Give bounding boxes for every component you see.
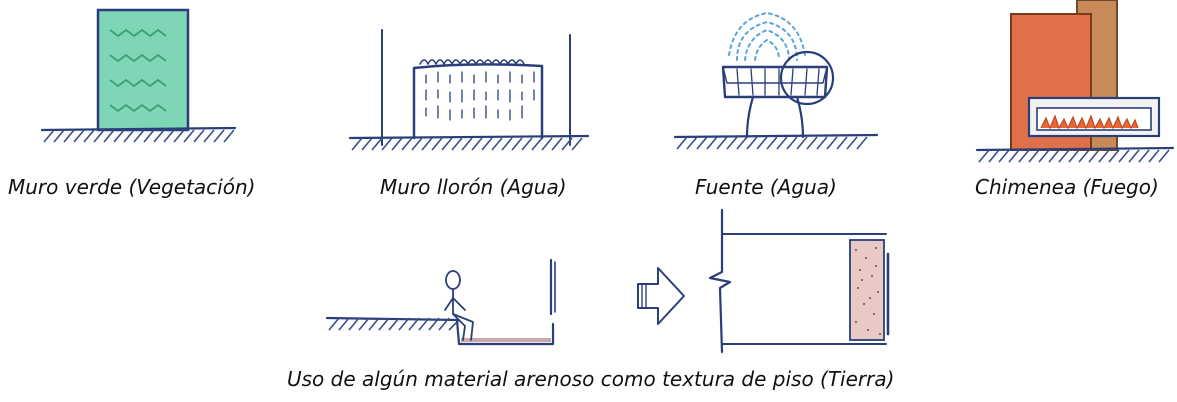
wall-frame (412, 63, 544, 140)
muro-verde-sketch (40, 8, 237, 143)
vegetation-panel (96, 8, 190, 132)
ground-hatch (325, 316, 460, 331)
water-streams (425, 71, 535, 121)
caption-fuente: Fuente (Agua) (695, 175, 837, 199)
fountain-pedestal (745, 95, 805, 139)
chimenea-sketch (975, 0, 1175, 163)
sand-trench (455, 318, 555, 346)
transition-arrow-icon (637, 267, 685, 325)
ground-hatch (975, 146, 1175, 163)
person-figure (444, 270, 474, 341)
caption-piso-tierra: Uso de algún material arenoso como textu… (287, 367, 895, 391)
piso-tierra-plan-sketch (708, 208, 890, 354)
ground-hatch (348, 134, 590, 151)
sand-fill (461, 338, 551, 342)
fuente-sketch (673, 12, 879, 150)
water-spray (728, 12, 806, 61)
ground-hatch (40, 126, 237, 143)
caption-muro-verde: Muro verde (Vegetación) (8, 175, 256, 199)
caption-muro-lloron: Muro llorón (Agua) (380, 175, 567, 199)
fountain-basin (721, 65, 829, 99)
sand-strip (849, 239, 885, 341)
sand-speckles (855, 247, 881, 335)
flames (1040, 114, 1139, 130)
piso-tierra-section-sketch (325, 258, 556, 346)
fountain-disc (779, 50, 835, 106)
ground-hatch (673, 133, 879, 150)
break-line-wall (708, 208, 732, 354)
vegetation-texture (109, 28, 167, 113)
water-curls (419, 59, 525, 65)
muro-lloron-sketch (348, 29, 590, 151)
caption-chimenea: Chimenea (Fuego) (975, 175, 1159, 199)
